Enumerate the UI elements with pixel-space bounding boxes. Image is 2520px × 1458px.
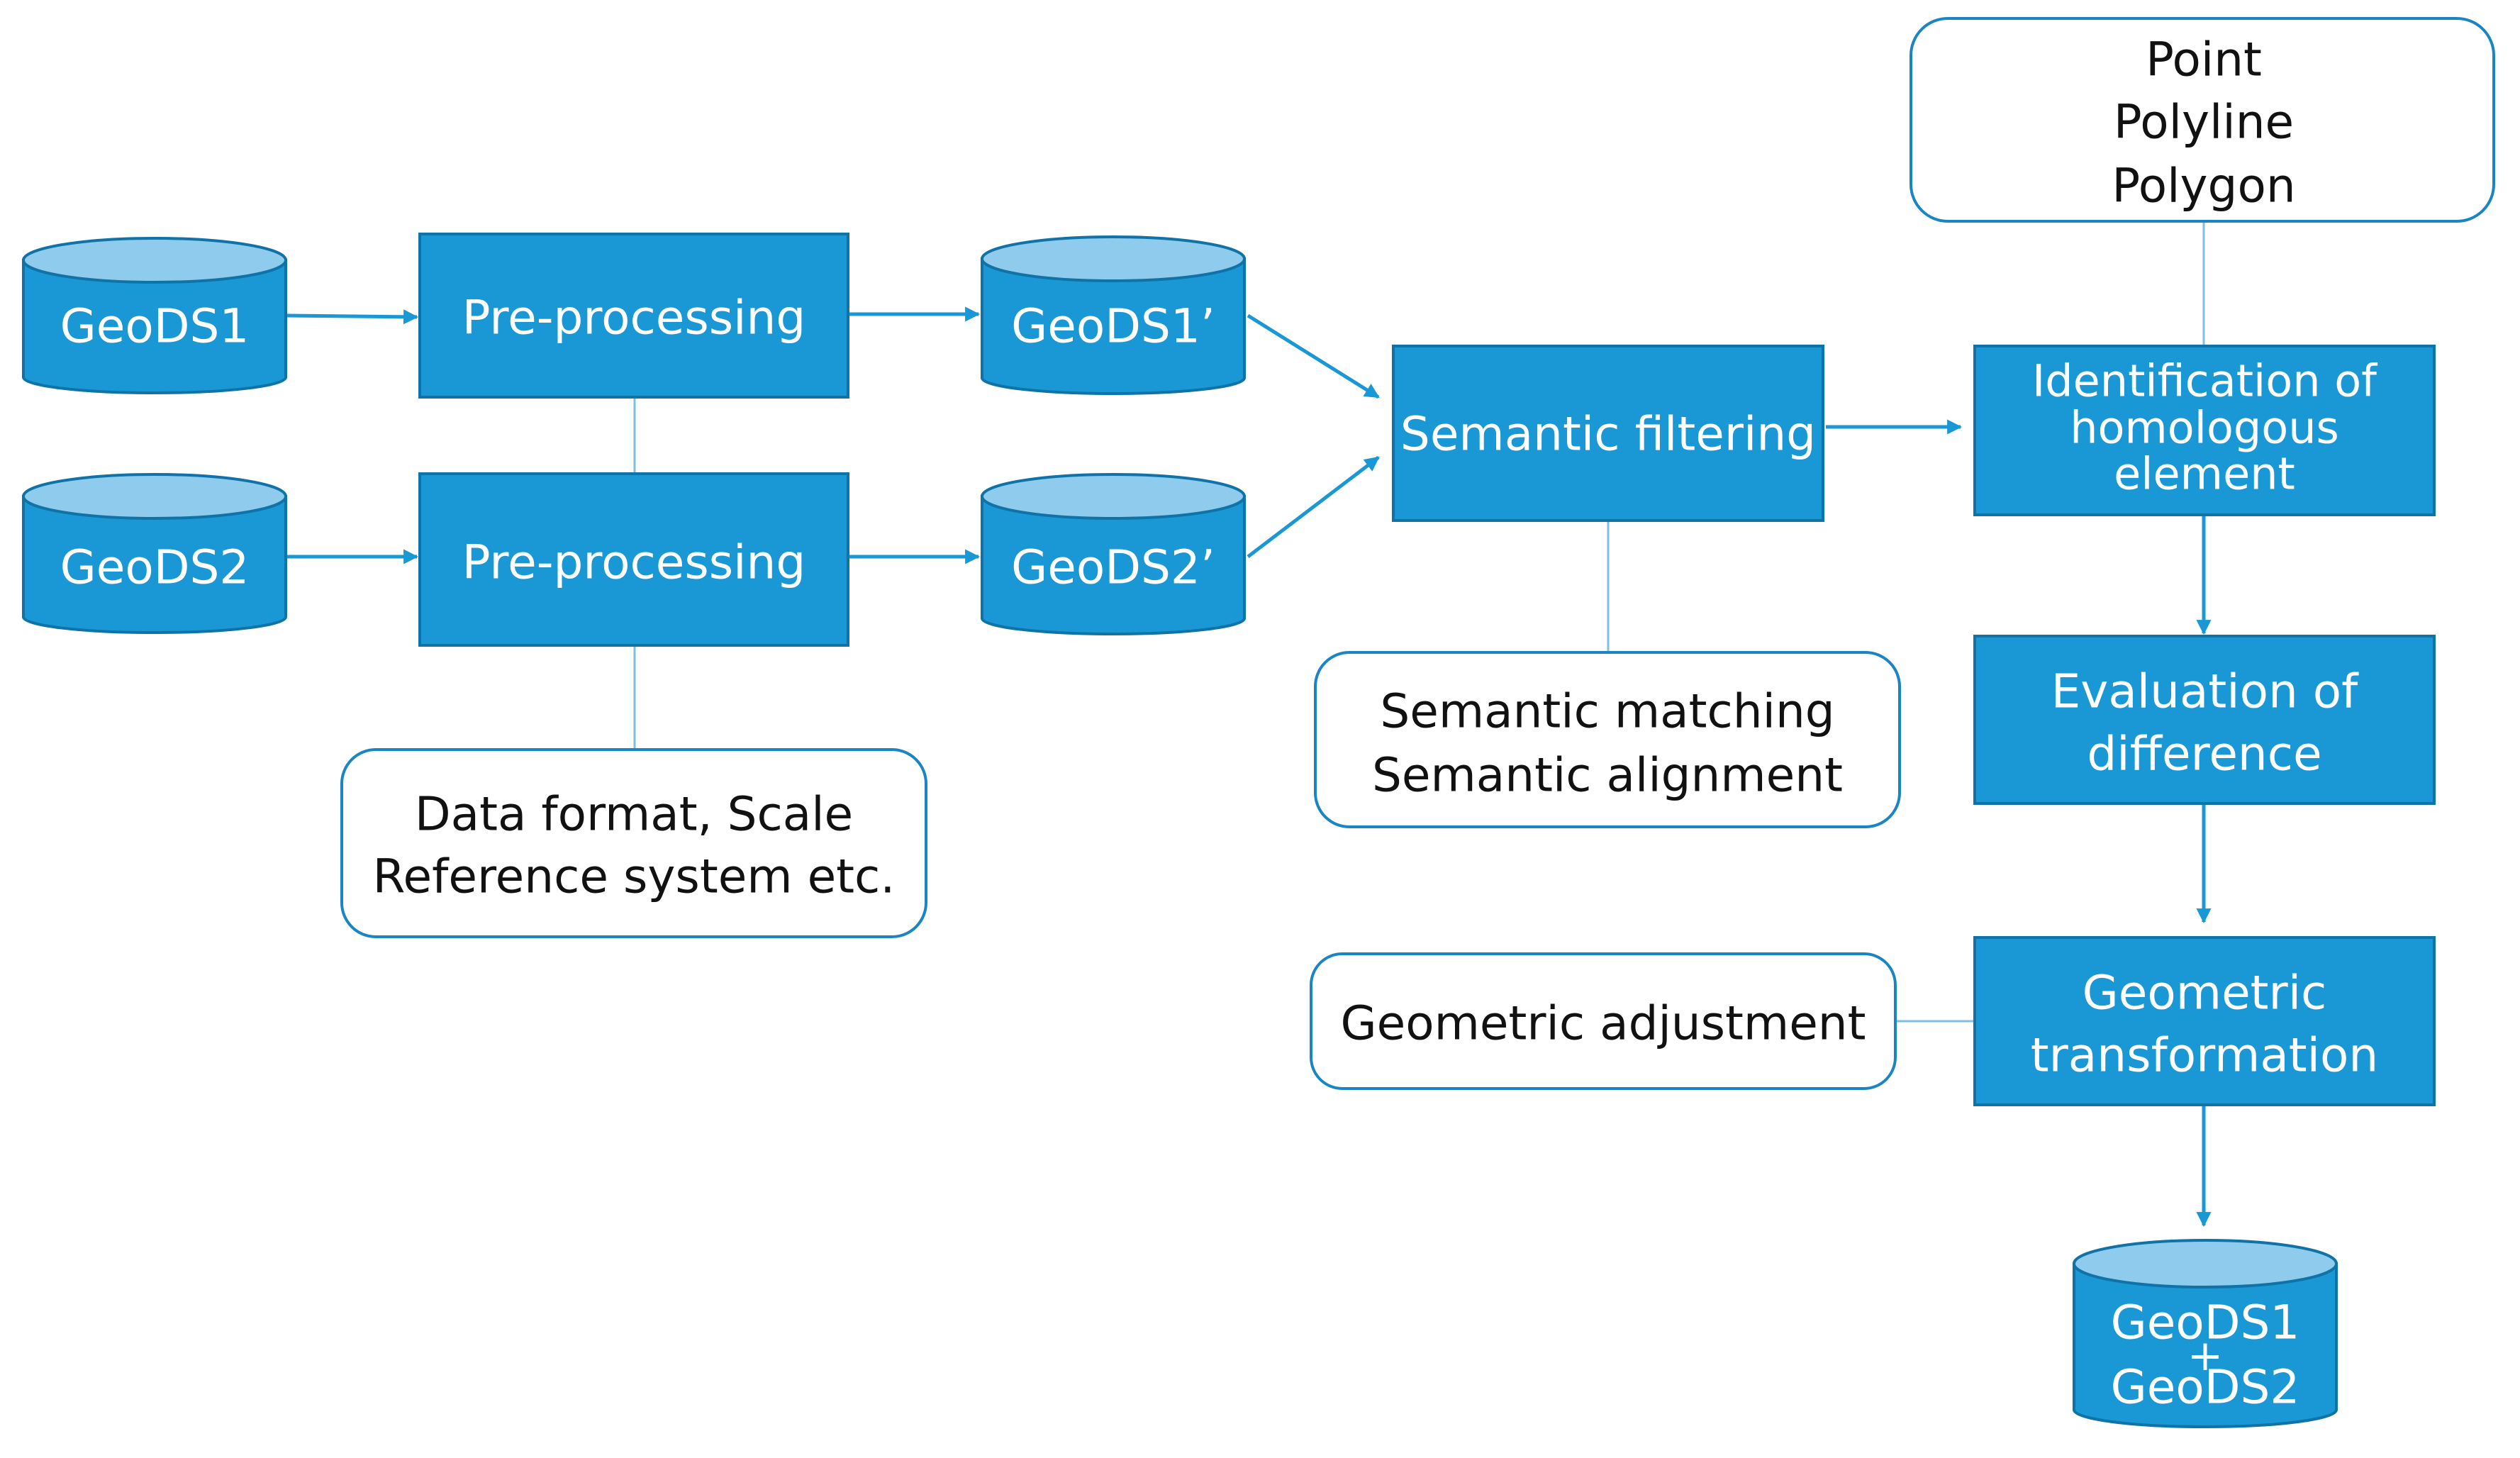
geometry-type-point: Point [2146,33,2262,87]
preprocessing-box-2: Pre-processing [418,472,849,647]
result-line-2: + [2187,1331,2223,1381]
geods1-label: GeoDS1 [60,299,250,354]
geometric-transformation-box: Geometric transformation [1973,936,2436,1106]
preprocessing-params-line-1: Data format, Scale [415,787,853,842]
geods1-prime-database: GeoDS1’ [981,235,1246,395]
geods2-label: GeoDS2 [60,540,250,595]
result-line-3: GeoDS2 [2111,1360,2300,1415]
geods1-database: GeoDS1 [22,237,287,394]
result-database: GeoDS1 + GeoDS2 [2073,1239,2338,1428]
geometric-adjustment-label: Geometric adjustment [1340,996,1866,1051]
result-line-1: GeoDS1 [2111,1296,2300,1350]
preprocessing-box-1: Pre-processing [418,233,849,399]
geods2-prime-database: GeoDS2’ [981,473,1246,635]
identification-line-3: element [2114,448,2295,500]
geometry-types-note: Point Polyline Polygon [1909,17,2495,223]
arrow-geods1-to-preprocessing [286,309,419,325]
geometric-transformation-line-2: transformation [2031,1028,2378,1083]
semantic-methods-line-2: Semantic alignment [1372,748,1843,803]
semantic-methods-note: Semantic matching Semantic alignment [1314,651,1901,828]
geometric-adjustment-note: Geometric adjustment [1310,952,1897,1090]
preprocessing-params-note: Data format, Scale Reference system etc. [340,748,927,938]
preprocessing-params-line-2: Reference system etc. [373,850,896,904]
geods1-prime-label: GeoDS1’ [1011,299,1215,354]
arrow-geods1-prime-to-filtering [1247,313,1380,399]
preprocessing-label-2: Pre-processing [462,535,805,590]
identification-line-2: homologous [2070,402,2339,454]
semantic-methods-line-1: Semantic matching [1380,684,1834,739]
arrow-geods2-prime-to-filtering [1247,456,1380,558]
geods2-database: GeoDS2 [22,473,287,634]
geods2-prime-label: GeoDS2’ [1011,540,1215,595]
semantic-filtering-box: Semantic filtering [1392,345,1824,522]
geometry-type-polygon: Polygon [2112,159,2295,213]
evaluation-line-2: difference [2087,727,2321,781]
identification-box: Identification of homologous element [1973,345,2436,516]
evaluation-box: Evaluation of difference [1973,635,2436,805]
semantic-filtering-label: Semantic filtering [1400,407,1816,462]
identification-line-1: Identification of [2032,355,2378,407]
geometric-transformation-line-1: Geometric [2083,966,2327,1020]
geometry-type-polyline: Polyline [2114,95,2294,150]
preprocessing-label-1: Pre-processing [462,291,805,345]
evaluation-line-1: Evaluation of [2051,664,2360,719]
